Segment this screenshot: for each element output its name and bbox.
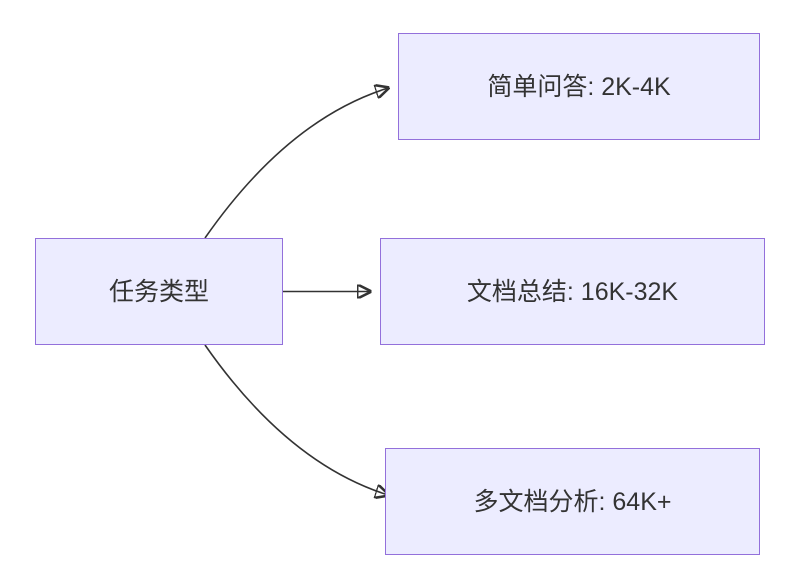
- node-simple-qa: 简单问答: 2K-4K: [398, 33, 760, 140]
- node-multi-doc-label: 多文档分析: 64K+: [473, 487, 672, 516]
- node-task-type: 任务类型: [35, 238, 283, 345]
- node-multi-doc: 多文档分析: 64K+: [385, 448, 760, 555]
- node-simple-qa-label: 简单问答: 2K-4K: [487, 72, 671, 101]
- node-task-type-label: 任务类型: [108, 277, 209, 306]
- node-doc-summary-label: 文档总结: 16K-32K: [466, 277, 679, 306]
- edge-root-to-simple-qa: [204, 88, 388, 239]
- edge-root-to-multi-doc: [204, 344, 388, 495]
- node-doc-summary: 文档总结: 16K-32K: [380, 238, 765, 345]
